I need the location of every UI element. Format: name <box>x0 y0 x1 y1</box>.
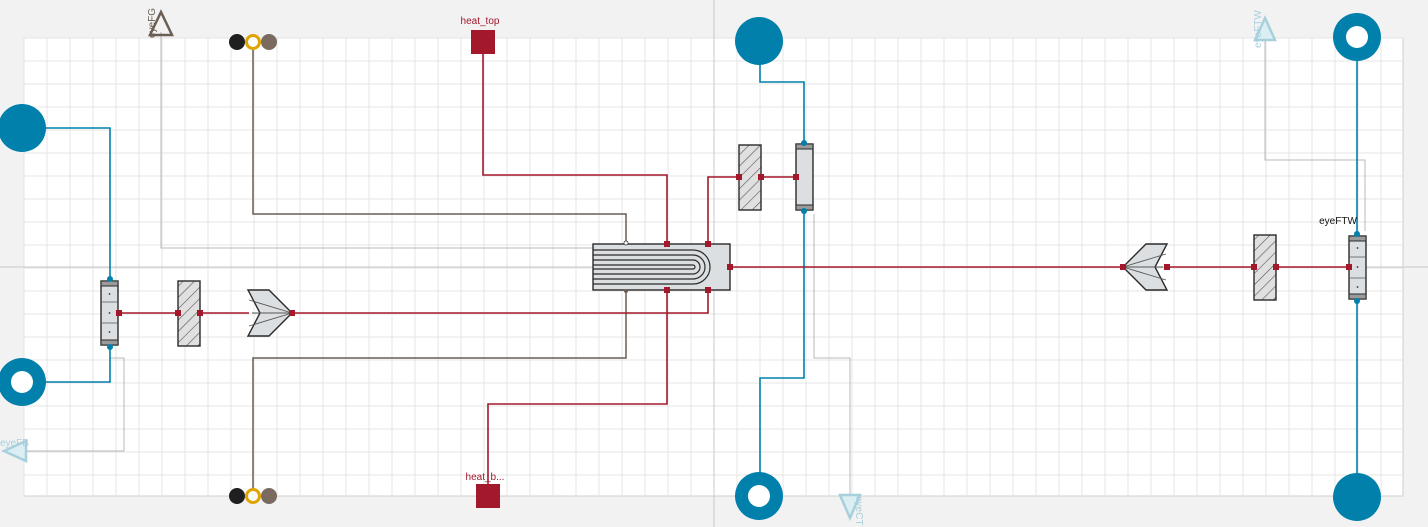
heat-line-left-main <box>292 290 709 314</box>
wall-top[interactable] <box>738 144 762 211</box>
heat-line-top-wall <box>707 176 738 244</box>
heat-port-top[interactable] <box>471 30 495 54</box>
heat-port-top-label: heat_top <box>461 16 500 27</box>
tube-bank-left[interactable] <box>100 280 119 346</box>
eye-ftw-top-port[interactable] <box>1253 14 1277 42</box>
water-port-inlet-left <box>0 104 46 152</box>
water-port-bottom-right <box>1333 473 1381 521</box>
eye-ftw-side-label: eyeFTW <box>1319 216 1357 227</box>
signal-line-fg <box>160 32 595 249</box>
water-port-top-right-hole <box>1346 26 1368 48</box>
water-lines <box>44 60 1358 476</box>
heat-line-bottom <box>487 290 668 484</box>
eye-ct-port[interactable] <box>838 493 862 522</box>
heat-exchanger-central[interactable] <box>592 240 731 293</box>
water-line-top-mid <box>759 62 805 145</box>
wall-left[interactable] <box>177 280 201 347</box>
wall-right[interactable] <box>1253 234 1277 301</box>
eye-fb-label: eyeFB <box>0 438 29 449</box>
heat-port-bottom-label: heat_b... <box>466 472 505 483</box>
water-ports[interactable] <box>0 13 1381 521</box>
flue-gas-line-out <box>252 289 627 490</box>
heat-connectors <box>116 174 1352 316</box>
water-line-bottom-mid <box>759 209 805 474</box>
water-port-bottom-mid-hole <box>748 485 770 507</box>
heat-line-top <box>482 54 668 244</box>
flue-gas-line-in <box>252 50 627 244</box>
eye-fg-label: eyeFG <box>147 8 158 38</box>
eye-fb-port[interactable] <box>0 439 28 463</box>
water-line-inlet-left <box>44 127 111 280</box>
flue-gas-port-bottom[interactable] <box>229 488 277 504</box>
eye-fg-port[interactable] <box>148 9 174 37</box>
signal-line-ct <box>813 214 851 494</box>
signal-line-ftw <box>1264 36 1366 231</box>
radiation-element-right[interactable] <box>1122 243 1169 291</box>
heat-lines <box>118 54 1349 484</box>
water-port-outlet-left-hole <box>11 371 33 393</box>
eye-ftw-top-label: eyeFTW <box>1253 10 1264 48</box>
radiation-element-left[interactable] <box>246 289 293 337</box>
water-connectors <box>107 140 1360 350</box>
flue-gas-lines <box>252 50 627 490</box>
water-line-outlet-left <box>44 347 111 383</box>
flue-gas-port-top[interactable] <box>229 34 277 50</box>
eye-ct-label: eyeCT <box>853 496 864 525</box>
heat-port-bottom[interactable] <box>476 484 500 508</box>
water-port-top-mid <box>735 17 783 65</box>
